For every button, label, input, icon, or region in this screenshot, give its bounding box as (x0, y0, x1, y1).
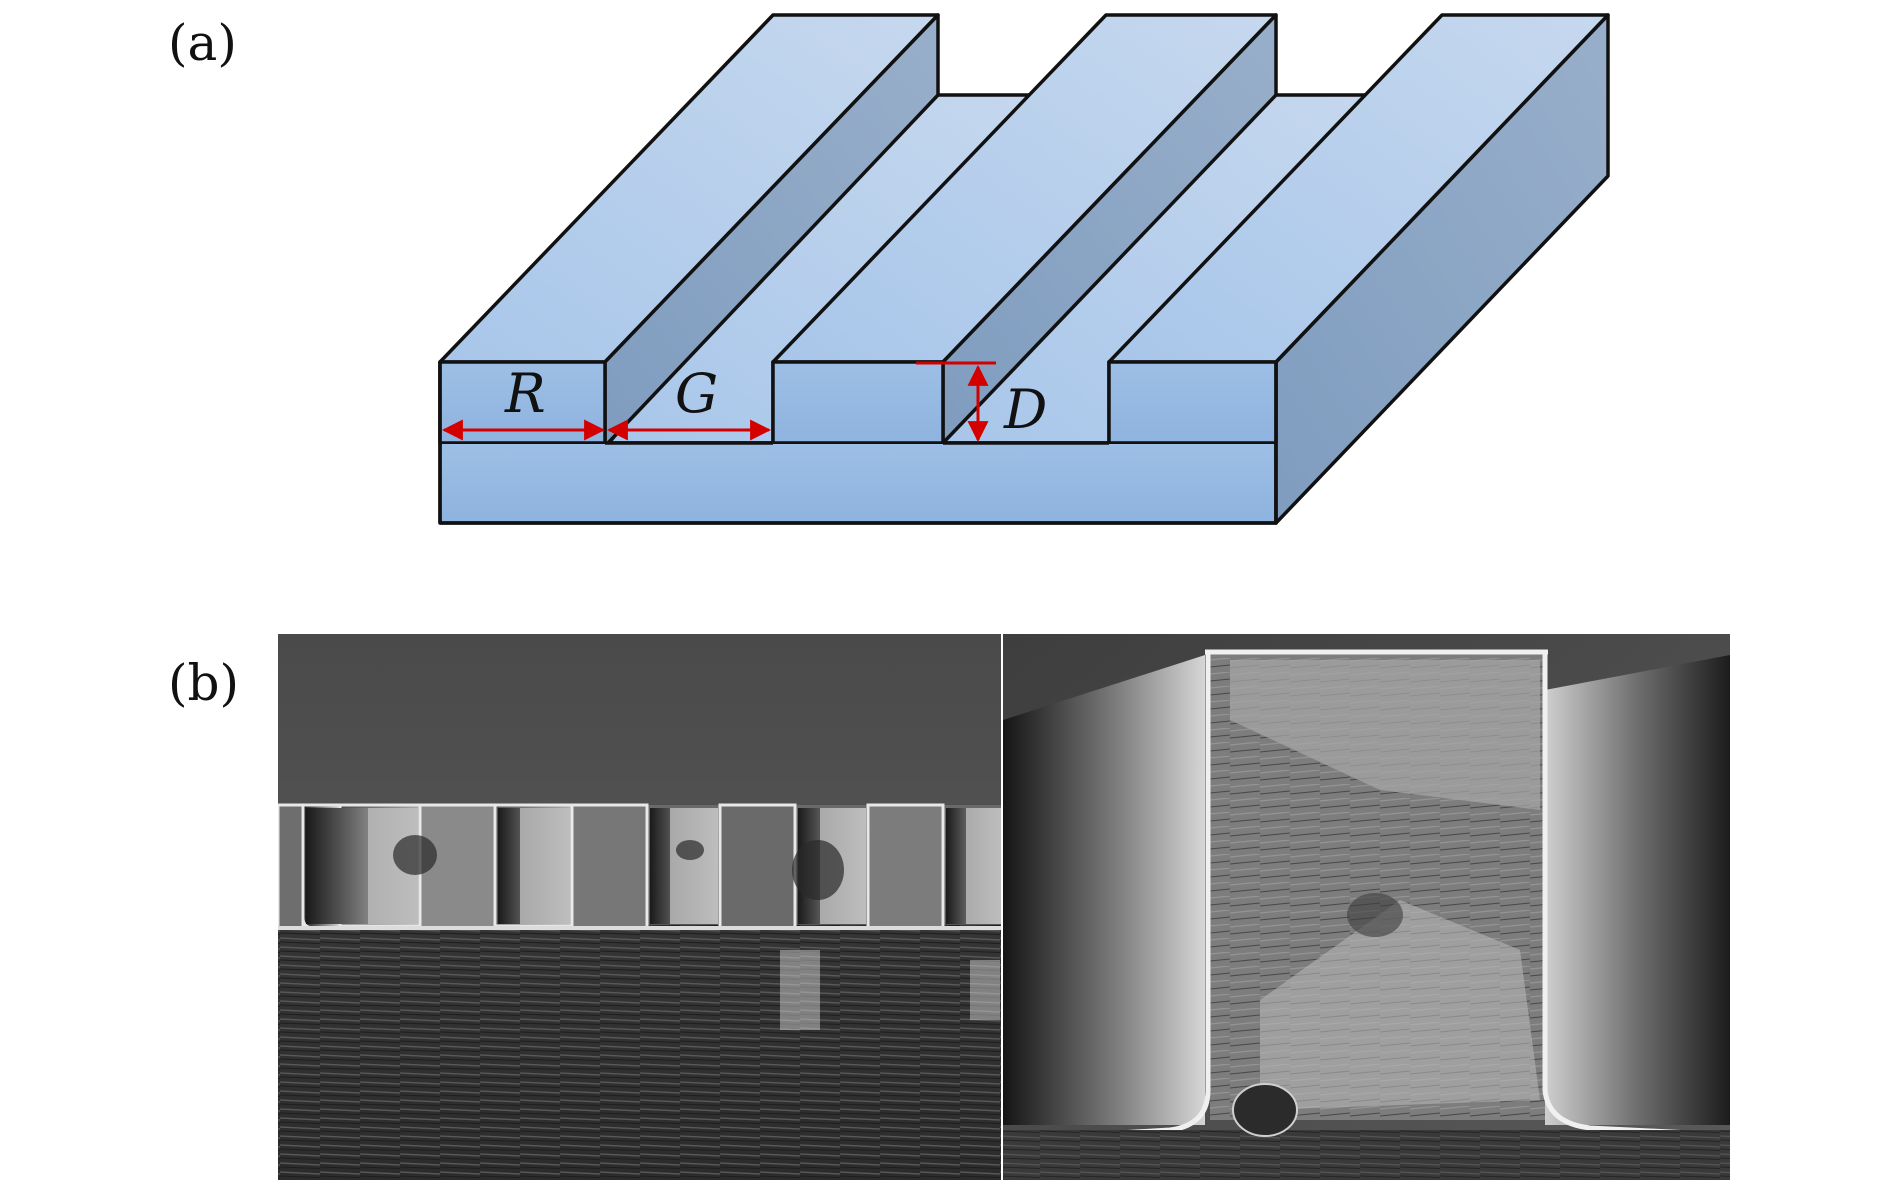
panel-a: (a) (168, 13, 1610, 525)
dimension-R: R (441, 362, 606, 441)
dimension-D: D (916, 361, 1047, 443)
label-R: R (504, 362, 546, 425)
dimension-G: G (606, 362, 772, 441)
panel-a-label: (a) (168, 14, 237, 72)
sem-image-single-groove (1003, 634, 1730, 1180)
panel-b-label: (b) (168, 654, 239, 712)
ridge-2-front (771, 360, 945, 445)
slab-3d-diagram: R G D (438, 13, 1610, 525)
ridge-3-front (1107, 360, 1278, 445)
sem-debris-particle (1232, 1083, 1298, 1137)
sem-image-grooves-array (278, 634, 1001, 1180)
label-D: D (1003, 378, 1047, 441)
slab-body (442, 444, 1274, 521)
label-G: G (675, 362, 718, 425)
panel-b: (b) (168, 634, 1730, 1180)
